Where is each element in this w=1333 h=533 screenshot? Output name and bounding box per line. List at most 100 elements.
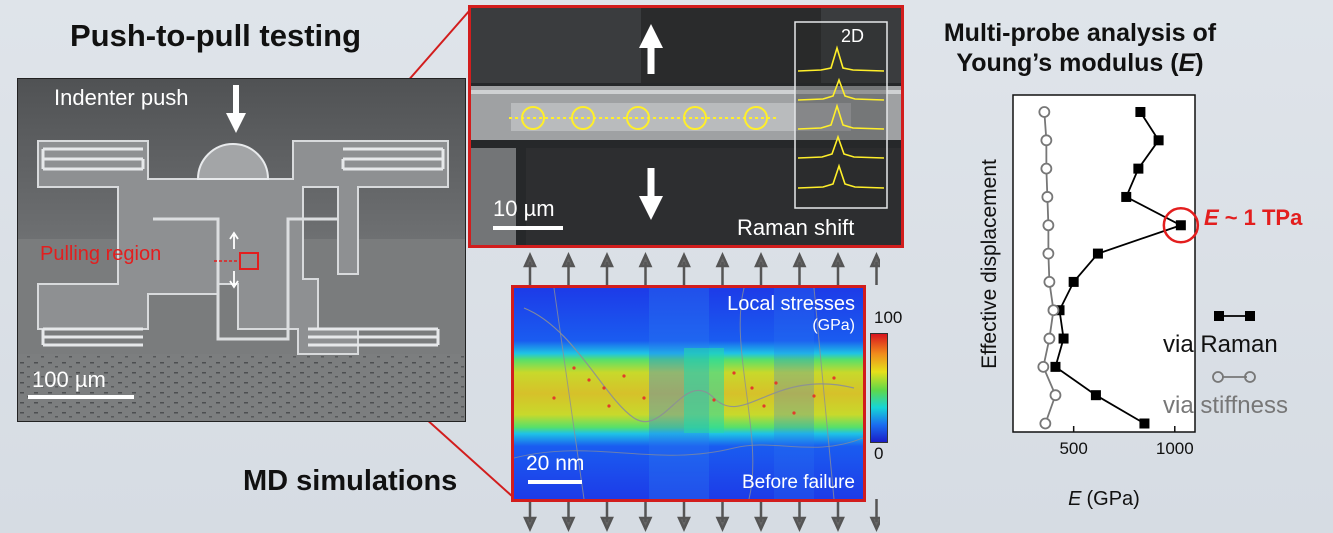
chart-series xyxy=(1037,106,1186,430)
raman-image-panel: 2D 10 µm Raman shift xyxy=(468,5,904,248)
raman-scale-label: 10 µm xyxy=(493,196,555,221)
md-pull-arrow-down-icon xyxy=(831,499,845,533)
chart-data-point xyxy=(1037,360,1050,373)
chart-data-point xyxy=(1133,163,1144,174)
md-pull-arrow-up-icon xyxy=(831,252,845,285)
md-pull-arrow-down-icon xyxy=(869,499,880,533)
md-pull-arrow-down-icon xyxy=(523,499,537,533)
chart-data-point xyxy=(1043,276,1056,288)
md-neck-right xyxy=(684,348,724,433)
sem-spring-right-bottom xyxy=(308,327,440,347)
raman-spectra xyxy=(797,45,885,189)
raman-shift-label: Raman shift xyxy=(737,215,855,240)
raman-down-arrowhead-icon xyxy=(639,196,663,220)
chart-data-point xyxy=(1175,220,1186,231)
md-pull-arrow-up-icon xyxy=(754,252,768,285)
chart-x-tick-label: 500 xyxy=(1059,439,1087,458)
chart-annotation-text: ~ 1 TPa xyxy=(1225,205,1303,230)
md-stress-label-line1: Local stresses xyxy=(727,293,855,315)
raman-lower-pad xyxy=(526,148,901,245)
multi-probe-title-line2: Young’s modulus (E) xyxy=(915,48,1245,78)
chart-data-point xyxy=(1058,333,1069,344)
md-pull-arrow-down-icon xyxy=(754,499,768,533)
raman-probe-spot xyxy=(683,106,707,130)
md-pull-arrow-up-icon xyxy=(561,252,576,285)
md-force-arrows xyxy=(523,252,880,533)
md-pull-arrow-down-icon xyxy=(792,499,807,533)
chart-legend: via Raman via stiffness xyxy=(1163,311,1288,419)
chart-annotation-circle xyxy=(1162,207,1200,244)
chart-xlabel: E(GPa) xyxy=(1068,488,1140,510)
legend-stiffness-marker xyxy=(1244,371,1256,383)
md-colorbar-max: 100 xyxy=(874,308,903,327)
md-scale-bar xyxy=(528,480,582,484)
raman-probe-spot xyxy=(521,106,545,130)
legend-stiffness-marker xyxy=(1212,371,1224,383)
md-stress-map xyxy=(514,288,863,499)
multi-probe-title: Multi-probe analysis of Young’s modulus … xyxy=(915,18,1245,78)
md-pull-arrow-up-icon xyxy=(792,252,807,285)
raman-drawing xyxy=(471,8,901,245)
md-stress-label-line2: (GPa) xyxy=(812,317,855,334)
md-stress-label: Local stresses (GPa) xyxy=(727,294,855,336)
chart-data-point xyxy=(1040,134,1053,147)
sem-indenter-dome xyxy=(196,143,270,180)
md-pull-arrow-down-icon xyxy=(638,499,653,533)
md-pull-arrow-up-icon xyxy=(600,252,614,285)
chart-data-point xyxy=(1049,389,1062,402)
chart-data-point xyxy=(1092,248,1103,259)
chart-data-point xyxy=(1040,162,1053,175)
chart-ylabel: Effective displacement xyxy=(978,159,1001,369)
md-grain-boundary xyxy=(553,288,835,499)
md-defect-dots xyxy=(552,366,836,415)
multi-probe-title-suffix: ) xyxy=(1195,49,1204,77)
md-pull-arrow-down-icon xyxy=(715,499,730,533)
raman-spectra-box xyxy=(794,21,888,209)
chart-plot-frame xyxy=(1012,94,1196,433)
multi-probe-title-var: E xyxy=(1178,49,1196,77)
raman-spectrum xyxy=(797,103,885,130)
legend-stiffness-label: via stiffness xyxy=(1163,392,1288,419)
legend-raman-marker xyxy=(1245,311,1255,321)
md-pull-arrow-up-icon xyxy=(715,252,730,285)
chart-data-point xyxy=(1068,276,1079,287)
md-arrows-top xyxy=(523,252,880,285)
raman-up-arrowhead-icon xyxy=(639,24,663,48)
md-state-label: Before failure xyxy=(741,472,855,493)
chart-data-point xyxy=(1054,305,1065,316)
chart-data-point xyxy=(1090,390,1101,401)
sem-spring-left-bottom xyxy=(41,327,143,347)
chart-data-point xyxy=(1047,304,1060,317)
md-simulation-panel: Local stresses (GPa) 20 nm Before failur… xyxy=(511,285,866,502)
raman-scale-bar xyxy=(493,226,563,230)
md-simulations-title: MD simulations xyxy=(243,465,458,497)
md-colorbar xyxy=(870,333,888,443)
pulling-region-label: Pulling region xyxy=(40,243,162,265)
indenter-push-label: Indenter push xyxy=(54,85,189,110)
chart-data-point xyxy=(1153,135,1164,146)
raman-probe-spot xyxy=(626,106,650,130)
md-pull-arrow-up-icon xyxy=(638,252,653,285)
raman-probe-spot xyxy=(571,106,595,130)
raman-spectrum xyxy=(797,45,885,72)
md-pull-arrow-up-icon xyxy=(523,252,537,285)
chart-annotation-label: E~ 1 TPa xyxy=(1204,205,1303,230)
raman-spectrum xyxy=(797,77,885,101)
sem-inner-frame xyxy=(153,217,338,341)
chart-xlabel-var: E xyxy=(1068,488,1082,510)
chart-data-point xyxy=(1039,417,1052,430)
md-pull-arrow-down-icon xyxy=(561,499,576,533)
legend-raman-label: via Raman xyxy=(1163,331,1278,358)
md-neck-right2 xyxy=(774,288,814,499)
chart-data-point xyxy=(1041,191,1054,203)
md-pull-arrow-up-icon xyxy=(677,252,691,285)
raman-spectrum xyxy=(797,163,885,189)
raman-band-label: 2D xyxy=(841,26,865,46)
md-pull-arrow-down-icon xyxy=(677,499,691,533)
chart-data-point xyxy=(1038,106,1051,118)
chart-annotation-var: E xyxy=(1204,205,1220,230)
sem-scale-bar xyxy=(28,395,134,399)
sem-spring-right-top xyxy=(341,147,445,171)
chart-data-point xyxy=(1139,418,1150,429)
